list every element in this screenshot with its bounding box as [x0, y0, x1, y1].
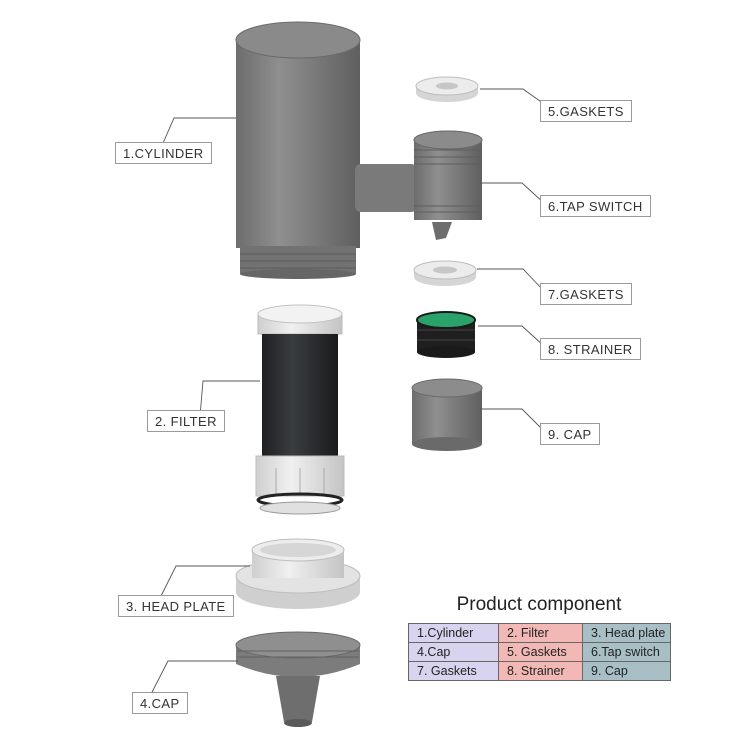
table-row: 7. Gaskets 8. Strainer 9. Cap — [408, 661, 671, 681]
label-cap-4: 4.CAP — [132, 692, 188, 714]
label-filter: 2. FILTER — [147, 410, 225, 432]
label-gaskets-5: 5.GASKETS — [540, 100, 632, 122]
label-gaskets-7: 7.GASKETS — [540, 283, 632, 305]
leader-lines — [147, 88, 545, 701]
head-plate-part — [235, 538, 361, 609]
tap-switch-part — [355, 130, 483, 240]
label-cylinder: 1.CYLINDER — [115, 142, 212, 164]
table-title: Product component — [456, 594, 622, 615]
table-cell: 7. Gaskets — [408, 661, 499, 681]
label-head-plate: 3. HEAD PLATE — [118, 595, 234, 617]
cap-4-part — [235, 631, 361, 727]
filter-part — [255, 304, 345, 515]
label-strainer: 8. STRAINER — [540, 338, 641, 360]
label-cap-9: 9. CAP — [540, 423, 600, 445]
table-cell: 9. Cap — [582, 661, 671, 681]
table-cell: 2. Filter — [498, 623, 583, 643]
table-cell: 1.Cylinder — [408, 623, 499, 643]
label-tap-switch: 6.TAP SWITCH — [540, 195, 651, 217]
table-row: 4.Cap 5. Gaskets 6.Tap switch — [408, 642, 671, 662]
table-cell: 5. Gaskets — [498, 642, 583, 662]
table-cell: 8. Strainer — [498, 661, 583, 681]
cylinder-part — [235, 21, 361, 279]
cap-9-part — [411, 378, 483, 451]
table-row: 1.Cylinder 2. Filter 3. Head plate — [408, 623, 671, 643]
table-cell: 3. Head plate — [582, 623, 671, 643]
component-table: 1.Cylinder 2. Filter 3. Head plate 4.Cap… — [408, 623, 671, 681]
gasket-7-part — [413, 260, 477, 286]
table-cell: 6.Tap switch — [582, 642, 671, 662]
table-cell: 4.Cap — [408, 642, 499, 662]
strainer-part — [416, 311, 476, 358]
gasket-5-part — [415, 76, 479, 102]
